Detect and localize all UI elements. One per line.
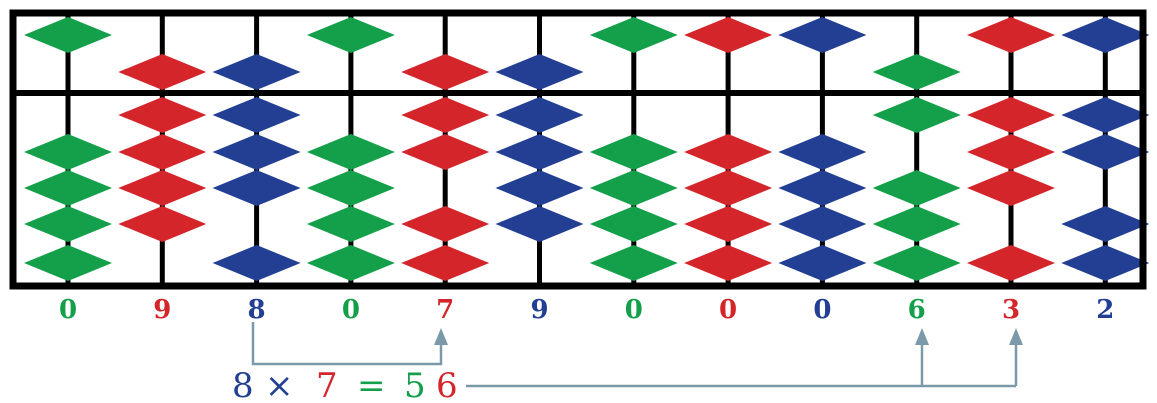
earth-bead <box>1061 97 1150 133</box>
heaven-bead <box>778 17 867 53</box>
arrow-head-operand <box>434 328 448 345</box>
earth-bead <box>684 170 773 206</box>
equation-operand-b: 7 <box>316 366 338 403</box>
earth-bead <box>589 245 678 281</box>
equation-times-sign: × <box>265 366 294 403</box>
earth-bead <box>24 245 112 281</box>
earth-bead <box>306 134 395 170</box>
earth-bead <box>967 134 1055 170</box>
earth-bead <box>24 134 112 170</box>
heaven-bead <box>212 54 301 90</box>
earth-bead <box>589 170 678 206</box>
rod-digit-label: 3 <box>1002 295 1020 325</box>
earth-bead <box>778 134 867 170</box>
earth-bead <box>118 134 207 170</box>
rod-digit-label: 0 <box>813 295 831 325</box>
earth-bead <box>118 170 207 206</box>
earth-bead <box>495 97 584 133</box>
rod-digit-label: 9 <box>530 295 548 325</box>
earth-bead <box>306 170 395 206</box>
heaven-bead <box>495 54 584 90</box>
abacus-frame <box>9 9 1147 290</box>
heaven-bead <box>118 54 207 90</box>
earth-bead <box>967 97 1055 133</box>
rod-digit-label: 2 <box>1096 295 1114 325</box>
rod-digit-label: 0 <box>59 295 77 325</box>
earth-bead <box>118 206 207 242</box>
heaven-bead <box>306 17 395 53</box>
earth-bead <box>684 134 773 170</box>
earth-bead <box>401 206 490 242</box>
earth-bead <box>684 206 773 242</box>
heaven-bead <box>967 17 1055 53</box>
heaven-bead <box>589 17 678 53</box>
arrow-head-ones <box>1009 328 1023 345</box>
product-arrows <box>251 322 1018 388</box>
earth-bead <box>872 97 961 133</box>
earth-bead <box>589 134 678 170</box>
rod-digit-label: 0 <box>625 295 643 325</box>
beads-layer <box>24 17 1150 281</box>
heaven-bead <box>24 17 112 53</box>
earth-bead <box>212 134 301 170</box>
heaven-bead <box>684 17 773 53</box>
earth-bead <box>495 134 584 170</box>
equation-equals-sign: = <box>357 366 386 403</box>
earth-bead <box>967 170 1055 206</box>
earth-bead <box>778 170 867 206</box>
earth-bead <box>401 97 490 133</box>
rod-digit-label: 7 <box>436 295 454 325</box>
heaven-bead <box>872 54 961 90</box>
earth-bead <box>778 245 867 281</box>
rod-digit-label: 9 <box>153 295 171 325</box>
earth-bead <box>212 170 301 206</box>
heaven-bead <box>1061 17 1150 53</box>
arrow-head-tens <box>915 328 929 345</box>
heaven-bead <box>401 54 490 90</box>
earth-bead <box>118 97 207 133</box>
arrow-heads <box>434 328 1023 345</box>
rod-digit-label: 0 <box>719 295 737 325</box>
earth-bead <box>684 245 773 281</box>
digit-labels: 0 9 8 0 7 9 0 0 0 6 3 2 <box>59 295 1114 325</box>
earth-bead <box>967 245 1055 281</box>
earth-bead <box>872 245 961 281</box>
earth-bead <box>401 245 490 281</box>
earth-bead <box>24 206 112 242</box>
earth-bead <box>872 206 961 242</box>
earth-bead <box>212 245 301 281</box>
equation-operand-a: 8 <box>232 366 254 403</box>
rod-digit-label: 0 <box>342 295 360 325</box>
earth-bead <box>24 170 112 206</box>
earth-bead <box>872 170 961 206</box>
earth-bead <box>778 206 867 242</box>
earth-bead <box>495 170 584 206</box>
earth-bead <box>1061 206 1150 242</box>
equation-result-ones: 6 <box>436 366 458 403</box>
multiply-arrow-line <box>251 322 443 366</box>
earth-bead <box>589 206 678 242</box>
rod-digit-label: 8 <box>248 295 266 325</box>
earth-bead <box>212 97 301 133</box>
earth-bead <box>495 206 584 242</box>
earth-bead <box>1061 134 1150 170</box>
rod-digit-label: 6 <box>908 295 926 325</box>
equation-result-tens: 5 <box>404 366 426 403</box>
earth-bead <box>1061 245 1150 281</box>
earth-bead <box>306 245 395 281</box>
earth-bead <box>306 206 395 242</box>
equation: 8 × 7 = 5 6 <box>232 366 458 403</box>
earth-bead <box>401 134 490 170</box>
